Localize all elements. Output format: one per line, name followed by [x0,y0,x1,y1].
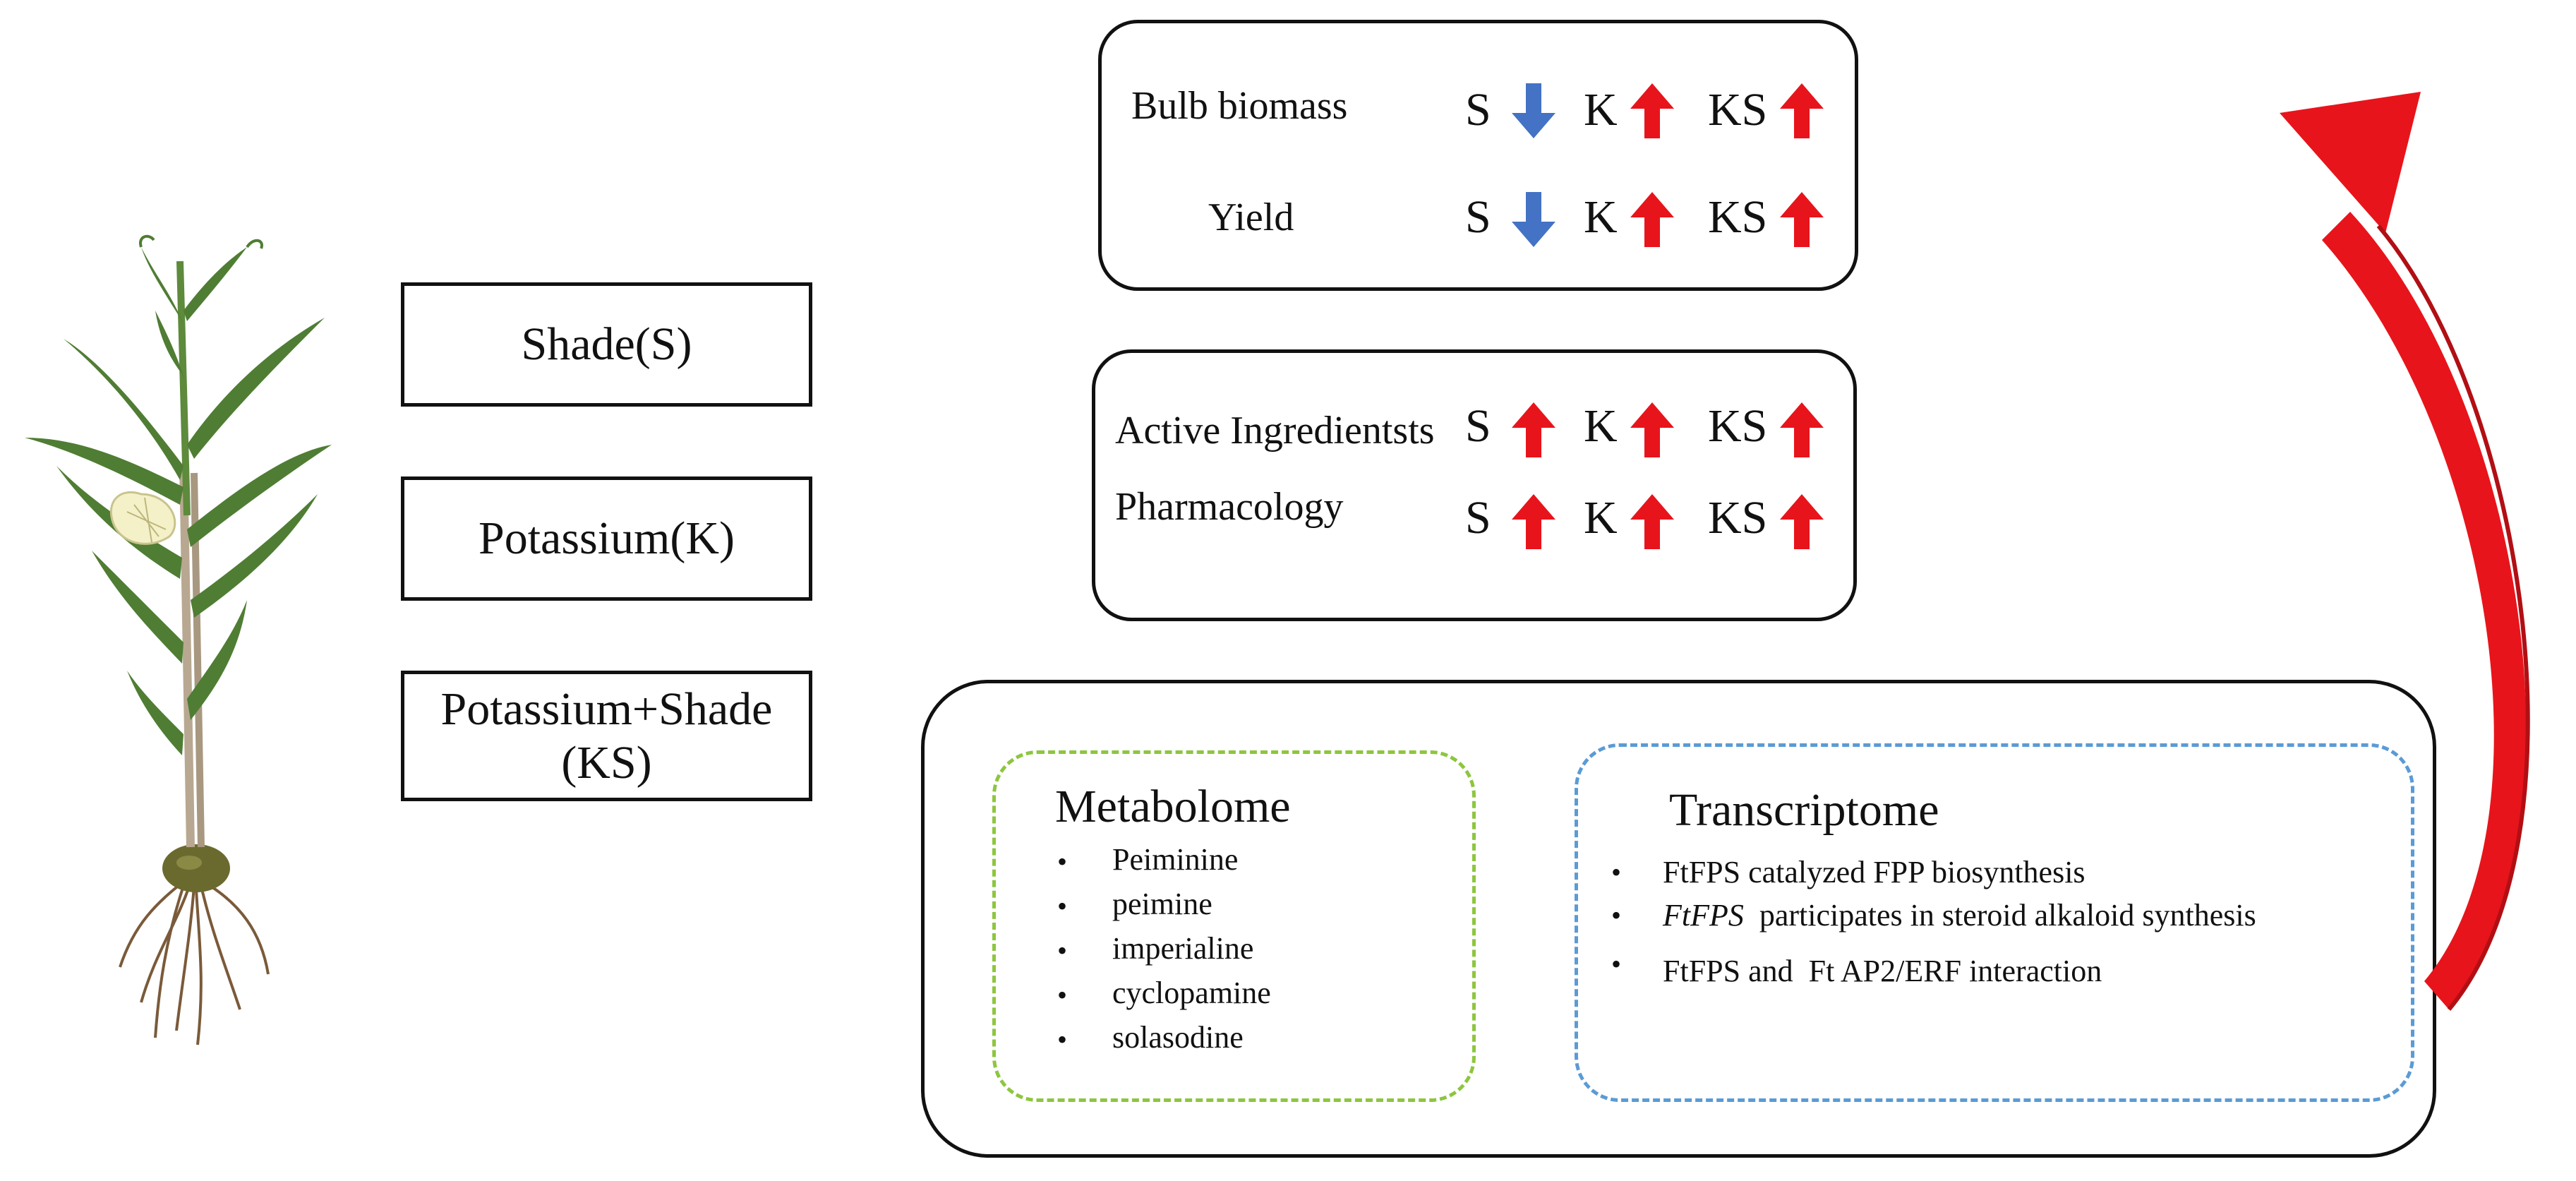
treatment-box-shade: Shade(S) [401,282,812,407]
effect-code: S [1465,84,1491,136]
red-up-arrow-icon [1630,494,1674,549]
treatment-label: Potassium+Shade [440,683,773,735]
transcriptome-box [1575,743,2414,1102]
effect-code: S [1465,492,1491,544]
plant-roots [119,877,270,1045]
transcriptome-item: FtFPS participates in steroid alkaloid s… [1663,897,2256,933]
treatment-box-potassium: Potassium(K) [401,476,812,601]
bullet: • [1057,890,1068,922]
bullet: • [1611,948,1622,980]
effect-code: K [1584,492,1618,544]
effect-code: KS [1708,191,1768,243]
plant-illustration [25,234,332,1045]
row-label-bulb-biomass: Bulb biomass [1131,84,1348,128]
bullet: • [1611,856,1622,888]
row-label-pharmacology: Pharmacology [1115,485,1344,529]
red-up-arrow-icon [1512,494,1555,549]
item-text: FtFPS catalyzed FPP biosynthesis [1663,855,2086,889]
bullet: • [1611,899,1622,931]
treatment-box-potassium-shade: Potassium+Shade (KS) [401,671,812,801]
effect-code: KS [1708,400,1768,452]
item-text: FtFPS and Ft AP2/ERF interaction [1663,954,2102,988]
effect-code: K [1584,400,1618,452]
treatment-label: (KS) [561,736,652,789]
metabolite-item: peimine [1112,887,1212,921]
red-up-arrow-icon [1630,192,1674,247]
yield-panel [1098,20,1858,291]
transcriptome-item: FtFPS and Ft AP2/ERF interaction [1663,953,2102,989]
treatment-label: Shade(S) [521,318,692,371]
bullet: • [1057,935,1068,966]
metabolite-item: imperialine [1112,931,1254,966]
red-up-arrow-icon [1780,494,1824,549]
red-up-arrow-icon [1630,83,1674,138]
item-text: participates in steroid alkaloid synthes… [1743,898,2256,933]
plant-flower [109,491,176,545]
red-up-arrow-icon [1512,402,1555,457]
row-label-active-ingredients: Active Ingredientsts [1115,409,1435,452]
effect-code: K [1584,191,1618,243]
metabolome-box [992,750,1476,1102]
transcriptome-item: FtFPS catalyzed FPP biosynthesis [1663,854,2086,890]
effect-code: S [1465,191,1491,243]
red-up-arrow-icon [1780,192,1824,247]
blue-down-arrow-icon [1512,192,1555,247]
metabolite-item: solasodine [1112,1020,1244,1055]
treatment-label: Potassium(K) [479,512,735,565]
red-up-arrow-icon [1780,402,1824,457]
curved-feedback-arrow [2280,92,2530,1011]
metabolite-item: cyclopamine [1112,976,1271,1010]
effect-code: S [1465,400,1491,452]
blue-down-arrow-icon [1512,83,1555,138]
red-up-arrow-icon [1780,83,1824,138]
bullet: • [1057,979,1068,1011]
bullet: • [1057,1024,1068,1055]
transcriptome-title: Transcriptome [1669,784,1939,836]
effect-code: KS [1708,84,1768,136]
omics-panel [921,680,2436,1158]
red-up-arrow-icon [1630,402,1674,457]
gene-name: FtFPS [1663,898,1744,933]
ingredients-panel [1092,349,1857,621]
effect-code: KS [1708,492,1768,544]
effect-code: K [1584,84,1618,136]
bullet: • [1057,846,1068,877]
metabolome-title: Metabolome [1055,781,1291,832]
row-label-yield: Yield [1208,196,1294,239]
metabolite-item: Peiminine [1112,842,1239,877]
